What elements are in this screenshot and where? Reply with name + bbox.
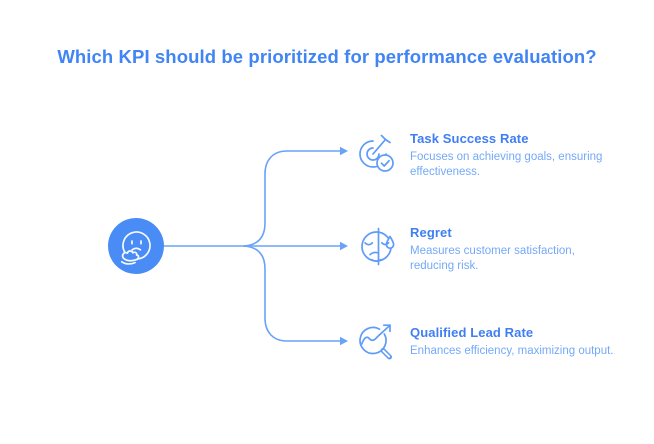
central-thinking-node [108,218,164,274]
regret-face-tear-icon [354,222,402,270]
kpi-item-qualified-lead-rate: Qualified Lead Rate Enhances efficiency,… [410,325,642,359]
arrowhead-middle [340,241,348,251]
page-title: Which KPI should be prioritized for perf… [57,46,597,67]
item-title: Regret [410,225,452,240]
item-title: Task Success Rate [410,131,529,146]
item-description: Measures customer satisfaction, reducing… [410,245,575,273]
kpi-item-task-success-rate: Task Success Rate Focuses on achieving g… [410,131,642,180]
magnifier-trend-arrow-icon [351,314,405,368]
arrowhead-bottom [340,336,348,346]
item-description: Enhances efficiency, maximizing output. [410,345,614,357]
kpi-item-regret: Regret Measures customer satisfaction, r… [410,225,642,274]
item-description: Focuses on achieving goals, ensuring eff… [410,151,603,179]
target-dart-check-icon [351,127,405,181]
thinking-face-icon [120,231,151,265]
item-title: Qualified Lead Rate [410,325,534,340]
arrowhead-top [340,146,348,156]
